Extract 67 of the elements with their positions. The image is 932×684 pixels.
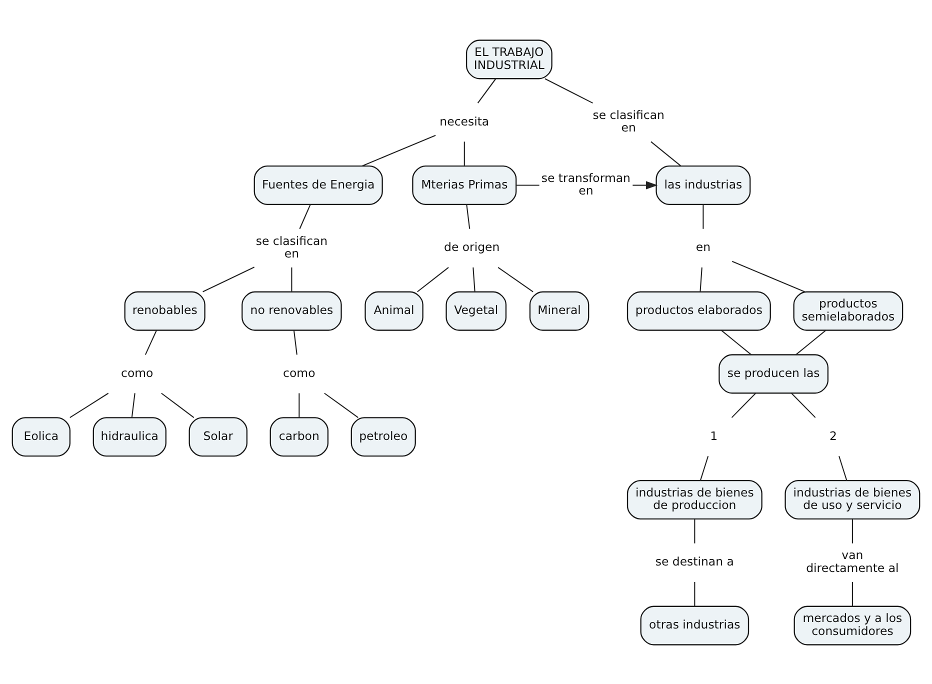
node-text: van directamente al [806, 548, 899, 575]
node-box: las industrias [656, 164, 751, 205]
arrow [632, 180, 658, 189]
connector [144, 330, 157, 354]
connector [721, 329, 752, 355]
node-box: renobables [124, 290, 206, 330]
connector [694, 518, 696, 543]
node-box: Vegetal [446, 290, 507, 330]
connector [650, 140, 682, 166]
connector [796, 329, 826, 355]
node-text: 2 [830, 428, 837, 442]
connector [838, 455, 848, 480]
node-box: Mterias Primas [412, 164, 517, 205]
node-box: Fuentes de Energia [254, 164, 383, 205]
node-box: productos semielaborados [793, 290, 904, 330]
node-box: productos elaborados [626, 290, 771, 330]
connector [293, 330, 298, 354]
connector [694, 581, 696, 606]
connector [362, 134, 436, 166]
connector [700, 455, 709, 480]
node-box: EL TRABAJO INDUSTRIAL [466, 39, 552, 79]
connector [852, 518, 853, 543]
connector [299, 204, 311, 229]
connector [852, 581, 853, 606]
node-box: petroleo [350, 416, 416, 456]
connector [544, 78, 594, 104]
node-box: Mineral [529, 290, 590, 330]
node-box: no renovables [242, 290, 342, 330]
connector [202, 266, 255, 292]
node-box: carbon [270, 416, 329, 456]
node-text: como [121, 365, 154, 380]
node-box: industrias de bienes de uso y servicio [784, 479, 920, 520]
connector [732, 260, 806, 292]
node-box: Solar [188, 416, 248, 456]
node-box: mercados y a los consumidores [794, 605, 912, 645]
connector [731, 392, 756, 418]
node-text: de origen [444, 240, 500, 254]
node-box: Eolica [12, 416, 71, 456]
connector [161, 392, 194, 418]
node-text: en [696, 240, 711, 254]
connector [702, 204, 704, 228]
connector [291, 266, 292, 292]
connector [466, 204, 470, 228]
connector [464, 141, 465, 166]
node-box: se producen las [718, 354, 829, 394]
connector [324, 392, 358, 418]
connector [298, 392, 300, 418]
connector [477, 78, 496, 103]
node-box: hidraulica [92, 416, 166, 456]
node-box: otras industrias [640, 605, 750, 645]
connector [417, 266, 449, 292]
node-text: se clasifican en [256, 233, 328, 260]
node-text: se destinan a [655, 554, 734, 568]
node-box: industrias de bienes de produccion [626, 479, 762, 520]
connector [791, 392, 816, 418]
connector [498, 266, 534, 292]
node-box: Animal [364, 290, 424, 330]
node-text: como [283, 365, 316, 380]
connector [472, 266, 476, 292]
connector [516, 184, 540, 186]
connector [70, 392, 109, 418]
connector [131, 392, 136, 418]
node-text: se transforman en [541, 170, 630, 198]
connector [700, 266, 702, 292]
node-text: se clasifican en [592, 107, 664, 134]
node-text: 1 [710, 428, 718, 442]
node-text: necesita [440, 114, 490, 128]
